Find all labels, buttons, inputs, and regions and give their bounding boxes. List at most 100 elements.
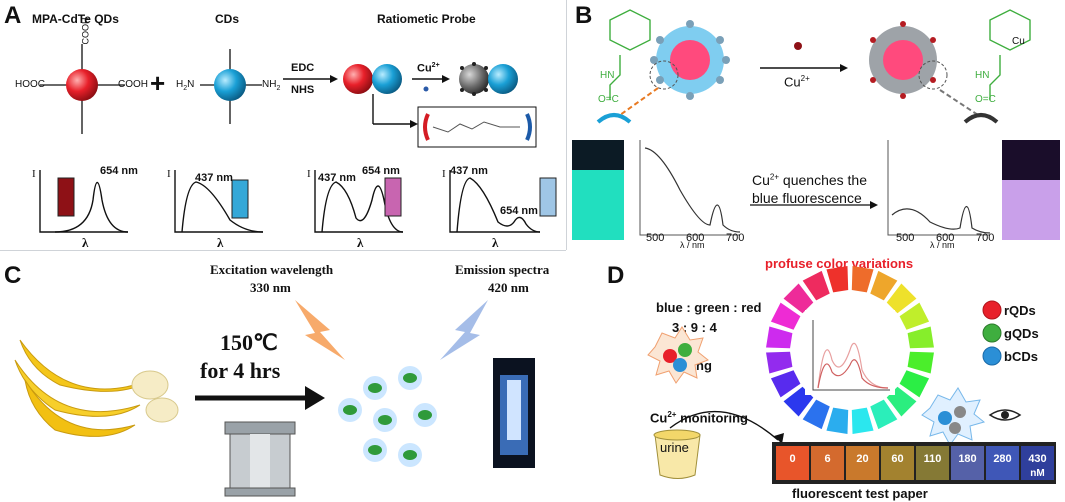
panel-a-title-qds: MPA-CdTe QDs: [32, 12, 119, 26]
c-excitation-title: Excitation wavelength: [210, 262, 334, 277]
c-temp: 150℃: [220, 330, 278, 355]
d-cu-monitor: Cu2+ monitoring: [650, 410, 748, 426]
wheel-segment: [770, 302, 801, 330]
d-legend-b: bCDs: [1004, 349, 1038, 364]
divider-horizontal-left: [0, 250, 566, 251]
d-headline: profuse color variations: [765, 256, 914, 271]
wheel-segment: [851, 407, 874, 434]
panel-a-title-probe: Ratiometic Probe: [377, 12, 476, 26]
peak-label-437-3: 437 nm: [318, 172, 356, 184]
wheel-segment: [802, 270, 830, 301]
b-tick-700-r: 700: [976, 232, 995, 244]
wheel-segment: [907, 351, 934, 374]
panel-a-title-cds: CDs: [215, 12, 240, 26]
peak-label-437-4: 437 nm: [450, 165, 488, 177]
strip-value-label: 180: [958, 453, 976, 465]
wheel-segment: [766, 351, 793, 374]
strip-value-label: 430: [1028, 453, 1046, 465]
peak-label-654-1: 654 nm: [100, 165, 138, 177]
strip-value-label: 110: [924, 453, 942, 465]
panel-a-spectra: [39, 170, 557, 233]
b-hn-right: HN: [975, 70, 990, 81]
b-tick-500-l: 500: [646, 232, 665, 244]
wheel-segment: [802, 399, 830, 430]
b-oc-right: O=C: [975, 94, 996, 105]
qd-hooc-left: HOOC: [15, 79, 45, 90]
b-axis-r: λ / nm: [930, 240, 955, 250]
wheel-segment: [907, 326, 934, 349]
probe-blue-sphere-2: [488, 64, 518, 94]
peak-label-654-3: 654 nm: [362, 165, 400, 177]
c-time: for 4 hrs: [200, 358, 281, 383]
axis-i-3: I: [307, 168, 311, 180]
strip-cell: [776, 446, 809, 480]
strip-unit-label: nM: [1030, 468, 1044, 479]
axis-lambda-1: λ: [82, 235, 89, 250]
panel-c-letter: C: [4, 262, 22, 289]
wheel-segment: [851, 266, 874, 293]
b-cu-complex: Cu: [1012, 36, 1025, 47]
axis-i-4: I: [442, 168, 446, 180]
peak-label-654-4: 654 nm: [500, 205, 538, 217]
b-axis-l: λ / nm: [680, 240, 705, 250]
c-excitation-value: 330 nm: [250, 280, 291, 295]
b-oc-left: O=C: [598, 94, 619, 105]
b-tick-500-r: 500: [896, 232, 915, 244]
qd-sphere-group: [40, 44, 125, 134]
axis-i-1: I: [32, 168, 36, 180]
probe-blue-sphere: [372, 64, 402, 94]
wheel-segment: [826, 407, 849, 434]
color-wheel: [766, 266, 934, 434]
panel-a-letter: A: [4, 2, 22, 29]
qd-cooh-top: COOH: [80, 17, 91, 45]
strip-value-label: 0: [789, 453, 795, 465]
b-tick-700-l: 700: [726, 232, 745, 244]
b-quench-text-2: blue fluorescence: [752, 190, 862, 206]
wheel-segment: [870, 270, 898, 301]
cd-blue-sphere: [214, 69, 246, 101]
b-quench-text-1: Cu2+ quenches the: [752, 172, 867, 188]
banana-bunch: [14, 339, 179, 437]
qd-red-sphere: [66, 69, 98, 101]
peak-label-437-2: 437 nm: [195, 172, 233, 184]
b-tick-600-r: 600: [936, 232, 955, 244]
wheel-segment: [899, 302, 930, 330]
strip-cell: [951, 446, 984, 480]
axis-i-2: I: [167, 168, 171, 180]
plus-sign: +: [150, 68, 166, 98]
strip-cell: [1021, 446, 1054, 480]
autoclave: [224, 421, 296, 497]
d-legend-r: rQDs: [1004, 303, 1036, 318]
d-paper-label: fluorescent test paper: [792, 486, 928, 501]
d-urine: urine: [660, 440, 689, 455]
cd-h2n-left: H2N: [176, 79, 195, 92]
cd-nh2-right: NH2: [262, 79, 281, 92]
edc-label: EDC: [291, 62, 315, 74]
wheel-segment: [870, 399, 898, 430]
nhs-label: NHS: [291, 84, 315, 96]
axis-lambda-4: λ: [492, 235, 499, 250]
strip-value-label: 60: [891, 453, 903, 465]
probe-red-sphere: [343, 64, 373, 94]
axis-lambda-3: λ: [357, 235, 364, 250]
strip-cell: [916, 446, 949, 480]
wheel-segment: [770, 370, 801, 398]
b-hn-left: HN: [600, 70, 615, 81]
c-emission-value: 420 nm: [488, 280, 529, 295]
panel-d-letter: D: [607, 262, 625, 289]
d-ratio-title: blue : green : red: [656, 300, 762, 315]
panel-b-scheme: [572, 9, 1060, 240]
panel-b-letter: B: [575, 2, 593, 29]
wheel-segment: [766, 326, 793, 349]
panel-a-scheme: [40, 44, 537, 148]
c-emission-title: Emission spectra: [455, 262, 550, 277]
wheel-segment: [826, 266, 849, 293]
wheel-segment: [899, 370, 930, 398]
strip-cell: [986, 446, 1019, 480]
wheel-segment: [886, 283, 917, 314]
wheel-segment: [783, 283, 814, 314]
cu-label-a: Cu2+: [417, 62, 440, 75]
divider-vertical: [566, 0, 567, 250]
strip-cell: [881, 446, 914, 480]
